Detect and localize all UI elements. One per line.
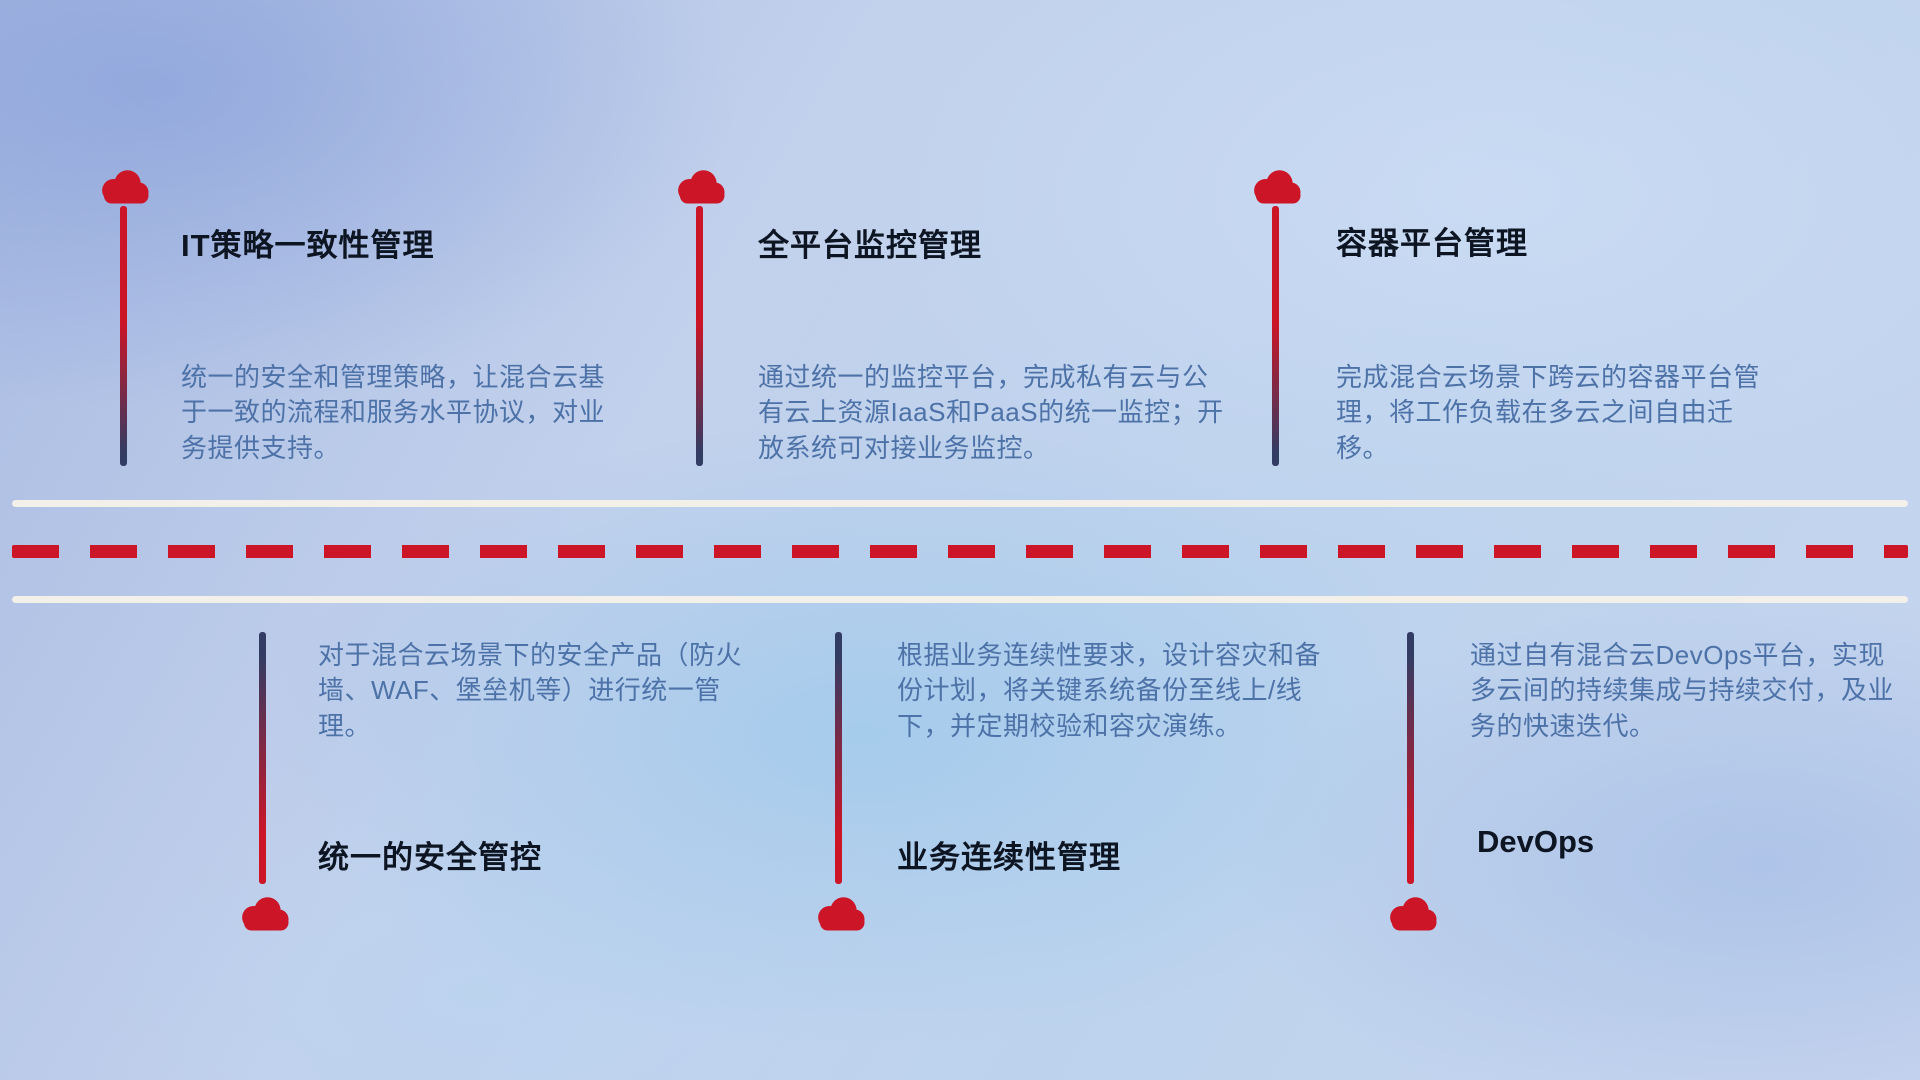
item-description-security: 对于混合云场景下的安全产品（防火墙、WAF、堡垒机等）进行统一管理。 [318,640,743,741]
connector-line [259,632,266,884]
item-title-monitoring: 全平台监控管理 [758,228,982,263]
item-description-container: 完成混合云场景下跨云的容器平台管理，将工作负载在多云之间自由迁移。 [1336,362,1761,463]
cloud-icon [1254,170,1301,204]
connector-line [696,206,703,466]
item-description-monitoring: 通过统一的监控平台，完成私有云与公有云上资源IaaS和PaaS的统一监控；开放系… [758,362,1224,463]
cloud-icon [242,897,289,931]
divider-line-top [12,500,1908,507]
item-description-it-policy: 统一的安全和管理策略，让混合云基于一致的流程和服务水平协议，对业务提供支持。 [181,362,606,463]
item-title-it-policy: IT策略一致性管理 [181,228,435,263]
connector-line [835,632,842,884]
cloud-icon [818,897,865,931]
divider-dashed-line [12,545,1908,558]
connector-line [1407,632,1414,884]
item-title-container: 容器平台管理 [1336,226,1528,261]
divider-line-bottom [12,596,1908,603]
item-title-devops: DevOps [1477,824,1595,859]
cloud-icon [678,170,725,204]
connector-line [1272,206,1279,466]
item-title-security: 统一的安全管控 [318,840,542,875]
item-description-devops: 通过自有混合云DevOps平台，实现多云间的持续集成与持续交付，及业务的快速迭代… [1470,640,1895,741]
connector-line [120,206,127,466]
item-title-continuity: 业务连续性管理 [897,840,1121,875]
cloud-icon [102,170,149,204]
item-description-continuity: 根据业务连续性要求，设计容灾和备份计划，将关键系统备份至线上/线下，并定期校验和… [897,640,1322,741]
cloud-icon [1390,897,1437,931]
